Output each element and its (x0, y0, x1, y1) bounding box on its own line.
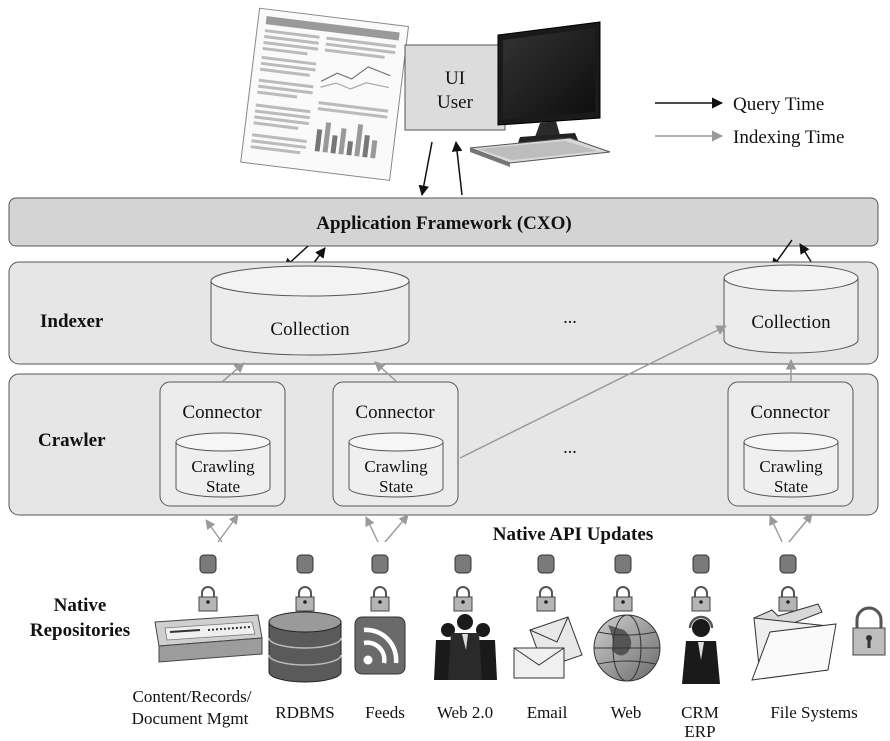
connector-box: Connector Crawling State (332, 381, 459, 507)
crawling-state-label: Crawling (364, 457, 428, 476)
repo-label-web: Web (611, 703, 642, 722)
legend: Query Time Indexing Time (655, 94, 844, 148)
crawling-state-label: Crawling (759, 457, 823, 476)
indexer-title: Indexer (40, 311, 104, 332)
legend-indexing-time: Indexing Time (733, 127, 844, 148)
connector-label: Connector (355, 402, 435, 423)
crawler-title: Crawler (38, 430, 106, 451)
collection-right-label: Collection (751, 312, 831, 333)
api-port-icon (454, 554, 472, 574)
legend-query-time: Query Time (733, 94, 824, 115)
native-api-arrow (365, 516, 379, 543)
crawler-ellipsis: ... (563, 437, 577, 457)
connector-to-remote-collection-arrow (459, 325, 727, 459)
repo-label-web20: Web 2.0 (437, 703, 493, 722)
indexer-ellipsis: ... (563, 307, 577, 327)
repo-label-rdbms: RDBMS (275, 703, 335, 722)
native-repositories-label: Native (54, 595, 107, 616)
collection-left-label: Collection (270, 319, 350, 340)
padlock-icon (198, 586, 218, 612)
native-api-arrow (769, 515, 783, 543)
api-port-icon (779, 554, 797, 574)
rss-feed-icon (354, 616, 406, 675)
crawling-state-label: State (379, 477, 413, 496)
repo-label-erp: ERP (684, 722, 715, 741)
folder-icon (751, 603, 837, 681)
native-api-arrow (384, 514, 409, 543)
native-api-arrow (788, 513, 813, 543)
api-port-icon (692, 554, 710, 574)
padlock-icon (778, 586, 798, 612)
repo-label-content: Document Mgmt (132, 709, 249, 728)
repo-label-content: Content/Records/ (133, 687, 252, 706)
standalone-padlock-icon (852, 606, 886, 656)
framework-to-ui-arrow (451, 140, 463, 196)
native-repositories-label: Repositories (30, 620, 130, 641)
computer-monitor-icon (469, 21, 611, 167)
ui-user-box: UI User (404, 44, 506, 131)
repo-label-crm: CRM (681, 703, 719, 722)
repo-label-filesystems: File Systems (770, 703, 857, 722)
native-api-updates-label: Native API Updates (493, 524, 653, 545)
repo-label-email: Email (527, 703, 568, 722)
padlock-icon (370, 586, 390, 612)
padlock-icon (613, 586, 633, 612)
report-document-icon (240, 7, 410, 181)
api-ports (199, 554, 797, 574)
padlock-icon (536, 586, 556, 612)
crawling-state-label: State (774, 477, 808, 496)
connector-label: Connector (182, 402, 262, 423)
connector-to-collection-arrow (221, 362, 245, 383)
ui-to-framework-arrow (418, 141, 433, 197)
ui-label: UI (445, 68, 465, 89)
crawling-state-label: State (206, 477, 240, 496)
connector-box: Connector Crawling State (727, 381, 854, 507)
api-port-icon (537, 554, 555, 574)
network-switch-icon (154, 614, 263, 663)
api-port-icon (296, 554, 314, 574)
envelope-icon (513, 616, 583, 679)
application-framework-layer: Application Framework (CXO) (8, 197, 879, 247)
collection-left: Collection (210, 265, 410, 356)
padlock-icon (453, 586, 473, 612)
headset-person-icon (682, 615, 720, 684)
native-api-arrow (205, 519, 223, 543)
repo-label-feeds: Feeds (365, 703, 405, 722)
connector-to-collection-arrow (374, 361, 398, 383)
padlock-icon (691, 586, 711, 612)
collection-right: Collection (723, 264, 859, 354)
crawling-state-label: Crawling (191, 457, 255, 476)
application-framework-title: Application Framework (CXO) (316, 213, 571, 234)
database-icon (268, 611, 342, 683)
api-port-icon (614, 554, 632, 574)
user-label: User (437, 92, 474, 113)
padlocks (198, 586, 798, 612)
native-api-arrow (217, 514, 239, 543)
globe-icon (593, 614, 661, 682)
people-group-icon (434, 614, 497, 680)
connector-box: Connector Crawling State (159, 381, 286, 507)
api-port-icon (199, 554, 217, 574)
api-port-icon (371, 554, 389, 574)
padlock-icon (295, 586, 315, 612)
connector-label: Connector (750, 402, 830, 423)
